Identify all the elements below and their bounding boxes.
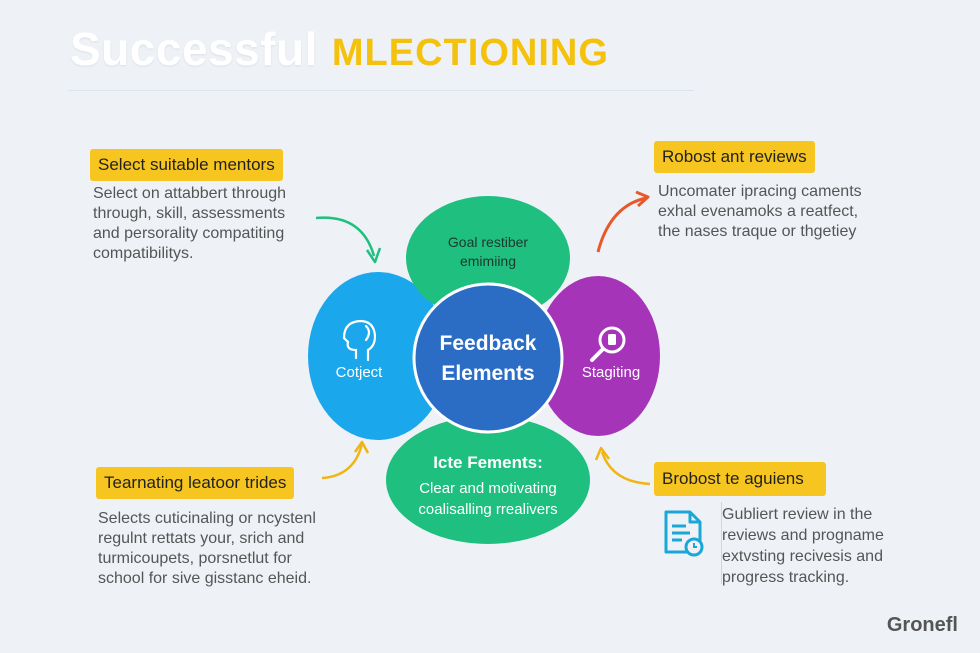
petal-top-line-2: emimiing	[459, 253, 516, 269]
petal-top-text: Goal restiber emimiing	[418, 233, 558, 271]
center-circle	[412, 282, 564, 434]
arrow-bottom-right	[594, 446, 651, 486]
callout-top-left-line-3: and persorality compatiting	[93, 225, 285, 242]
head-profile-icon	[342, 319, 377, 362]
petal-bottom-line-1: Clear and motivating	[419, 480, 557, 497]
petal-bottom-text: Icte Fements: Clear and motivating coali…	[398, 452, 578, 520]
callout-bottom-left-line-2: regulnt rettats your, srich and	[98, 530, 305, 547]
callout-top-right-label: Robost ant reviews	[654, 141, 815, 173]
callout-top-right-line-1: Uncomater ipracing caments	[658, 183, 862, 200]
callout-bottom-left-label: Tearnating leatoor trides	[96, 467, 295, 499]
title-part-1: Successful	[70, 23, 318, 75]
callout-top-right-desc: Uncomater ipracing caments exhal evenamo…	[658, 182, 862, 242]
magnifier-icon	[590, 326, 626, 362]
arrow-top-right	[596, 190, 650, 253]
callout-bottom-left-line-3: turmicoupets, porsnetlut for	[98, 550, 292, 567]
callout-bottom-left-line-4: school for sive gisstanc eheid.	[98, 570, 312, 587]
title-part-2: MLECTIONING	[331, 32, 609, 74]
center-line-2: Elements	[441, 362, 535, 385]
callout-bottom-left-line-1: Selects cuticinaling or ncystenl	[98, 510, 316, 527]
callout-bottom-right-line-4: progress tracking.	[722, 569, 850, 586]
center-text: Feedback Elements	[418, 329, 558, 389]
petal-bottom-line-2: coalisalling rrealivers	[418, 501, 558, 518]
callout-top-right-line-3: the nases traque or thgetiey	[658, 223, 857, 240]
callout-bottom-right-line-3: extvsting recivesis and	[722, 548, 883, 565]
arrow-top-left	[315, 216, 382, 264]
petal-right-label: Stagiting	[581, 364, 641, 381]
page-title: Successful MLECTIONING	[70, 22, 609, 76]
callout-bottom-right-divider	[721, 502, 722, 584]
callout-bottom-right-line-1: Gubliert review in the	[722, 506, 873, 523]
title-divider	[68, 90, 694, 91]
petal-bottom-heading: Icte Fements:	[433, 453, 543, 472]
arrow-bottom-left	[321, 440, 370, 480]
petal-top	[406, 196, 570, 320]
callout-bottom-right-desc: Gubliert review in the reviews and progn…	[722, 504, 884, 588]
callout-top-left-line-4: compatibilitys.	[93, 245, 194, 262]
callout-top-left-line-1: Select on attabbert through	[93, 185, 287, 202]
petal-left-label: Cotject	[335, 364, 383, 381]
document-clock-icon	[664, 510, 704, 557]
callout-bottom-left-desc: Selects cuticinaling or ncystenl regulnt…	[98, 509, 316, 589]
center-line-1: Feedback	[439, 332, 537, 355]
petal-left	[308, 272, 448, 440]
callout-top-left-line-2: through, skill, assessments	[93, 205, 286, 222]
callout-bottom-right-line-2: reviews and progname	[722, 527, 884, 544]
callout-top-left-label: Select suitable mentors	[90, 149, 283, 181]
petal-top-line-1: Goal restiber	[447, 234, 529, 250]
callout-top-left-desc: Select on attabbert through through, ski…	[93, 184, 286, 264]
callout-top-right-line-2: exhal evenamoks a reatfect,	[658, 203, 859, 220]
callout-bottom-right-label: Brobost te aguiens	[654, 462, 826, 496]
petal-bottom	[386, 416, 590, 544]
brand-logo: Gronefl	[886, 614, 958, 636]
